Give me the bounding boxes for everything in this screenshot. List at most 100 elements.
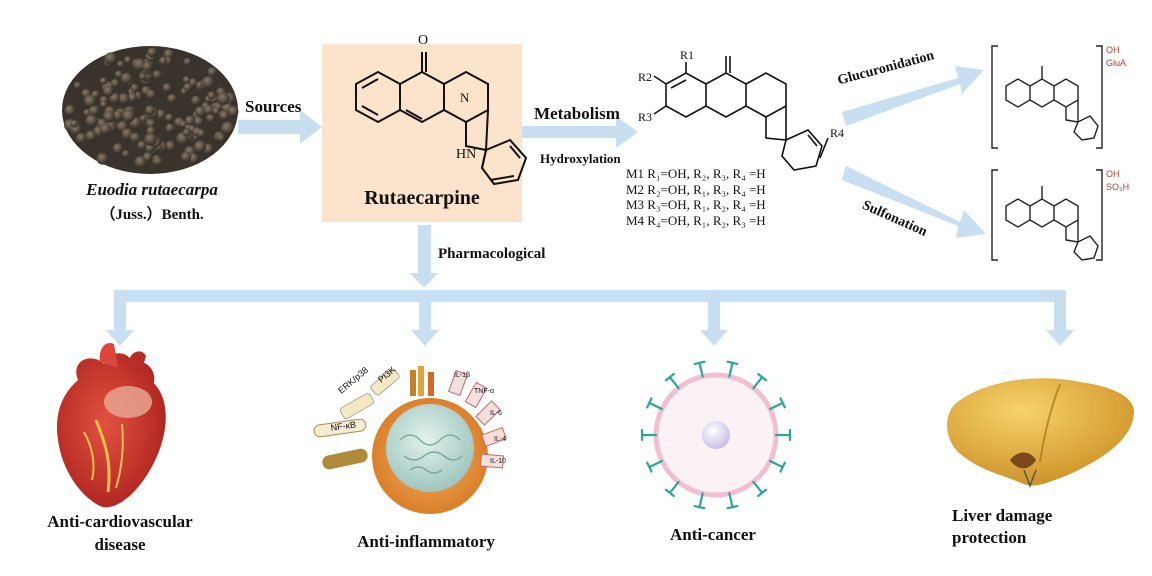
inflammation-label-il1b: IL-1β (454, 372, 471, 379)
fruit-seed (64, 104, 76, 116)
sulfate-oh: OH (1106, 169, 1120, 179)
fruit-seed (114, 70, 123, 79)
fruit-seed (165, 113, 174, 122)
cell-receptor (774, 428, 792, 442)
fruit-seed (184, 115, 195, 126)
glucuronide-oh: OH (1106, 45, 1120, 55)
fruit-seed (142, 152, 153, 162)
fruit-seed (130, 83, 139, 92)
metabolism-arrow (522, 116, 638, 148)
compound-nh-label: HN (456, 147, 477, 162)
fruit-seed (167, 93, 177, 104)
cell-receptor (752, 480, 768, 498)
sulfate-conjugate (991, 169, 1103, 261)
compound-name: Rutaecarpine (364, 187, 480, 209)
sulfate-group: SO₃H (1106, 182, 1130, 192)
distribution-bar (106, 290, 1074, 346)
fruit-seed (96, 152, 109, 165)
fruit-seed (183, 83, 192, 92)
sources-arrow (238, 110, 322, 144)
compound-carbonyl-o: O (418, 33, 429, 48)
cell-receptor (640, 428, 658, 442)
glucuronidation-arrow (842, 66, 984, 126)
compound-box (322, 44, 522, 222)
fruit-seed (146, 118, 156, 129)
compound-n-label: N (460, 90, 470, 105)
fruit-seed (212, 107, 220, 115)
metabolite-structure (653, 56, 829, 171)
cell-receptor (752, 372, 768, 390)
fruit-seed (165, 123, 175, 133)
liver-illustration (947, 378, 1135, 489)
glucuronide-group: GluA (1106, 58, 1127, 68)
effect-cancer: Anti-cancer (670, 525, 756, 544)
metabolite-list: M1 R₁=OH, R₂, R₃, R₄ =H M2 R₂=OH, R₁, R₃… (626, 166, 766, 228)
effect-liver-line1: Liver damage (952, 506, 1053, 525)
species-authority: （Juss.）Benth. (100, 207, 204, 223)
fruit-seed (145, 105, 155, 116)
sulfonation-arrow (842, 166, 986, 238)
cell-receptor (768, 397, 786, 411)
fruit-seed (183, 57, 192, 66)
metabolite-m1: M1 R₁=OH, R₂, R₃, R₄ =H (626, 166, 766, 181)
inflammation-label-il4: IL-4 (494, 436, 507, 443)
fruit-seed (118, 93, 130, 105)
fruit-seed (100, 100, 108, 108)
fruit-seed (153, 156, 163, 166)
fruit-seed (110, 78, 120, 88)
fruit-seed (206, 113, 215, 123)
fruit-seed (120, 72, 133, 85)
fruit-seed (117, 60, 125, 68)
fruit-seed (127, 92, 138, 103)
fruit-seed (137, 140, 147, 150)
fruit-seed (207, 67, 217, 77)
fruit-seed (70, 119, 78, 128)
cell-receptor (693, 492, 706, 510)
metabolite-m3: M3 R₃=OH, R₁, R₂, R₄ =H (626, 197, 766, 212)
pharmacological-arrow (410, 225, 438, 288)
fruit-seed (138, 72, 147, 81)
fruit-seed (104, 52, 117, 65)
fruit-seed (103, 85, 114, 97)
fruit-seed (99, 123, 112, 135)
fruit-seed (216, 133, 226, 142)
effect-liver-line2: protection (952, 528, 1027, 547)
fruit-seed (89, 105, 100, 116)
fruit-seed (147, 47, 157, 58)
glucuronide-conjugate (991, 45, 1103, 149)
cell-receptor (646, 459, 664, 473)
inflammation-label-tnf: TNF-α (474, 388, 494, 395)
inflammatory-cell-illustration (313, 366, 508, 514)
fruit-seed (73, 81, 81, 90)
metabolite-m4: M4 R₄=OH, R₁, R₂, R₃ =H (626, 212, 766, 228)
fruit-seed (219, 110, 229, 121)
metabolism-label: Metabolism (534, 104, 620, 123)
inflammation-label-il10: IL-10 (490, 458, 506, 465)
euodia-fruit-image (62, 46, 239, 174)
fruit-seed (207, 91, 216, 100)
fruit-seed (203, 105, 214, 115)
r3-label: R3 (638, 110, 653, 124)
fruit-seed (142, 61, 153, 72)
fruit-seed (139, 115, 147, 123)
cell-receptor (646, 397, 664, 411)
species-name: Euodia rutaecarpa (86, 180, 218, 199)
effect-cardio-line1: Anti-cardiovascular (47, 512, 193, 531)
fruit-seed (85, 114, 98, 127)
cancer-cell-illustration (640, 360, 792, 510)
fruit-seed (227, 106, 239, 117)
fruit-seed (152, 70, 162, 80)
effect-cardio-line2: disease (94, 535, 146, 554)
pharmacological-label: Pharmacological (438, 246, 546, 262)
fruit-seed (75, 133, 87, 144)
fruit-seed (217, 92, 230, 105)
fruit-seed (109, 92, 120, 104)
cell-receptor (726, 492, 739, 510)
fruit-seed (146, 89, 156, 100)
r1-label: R1 (680, 48, 695, 62)
fruit-seed (195, 106, 206, 117)
effect-inflammatory: Anti-inflammatory (357, 532, 495, 551)
fruit-seed (180, 151, 192, 163)
fruit-seed (163, 49, 174, 60)
